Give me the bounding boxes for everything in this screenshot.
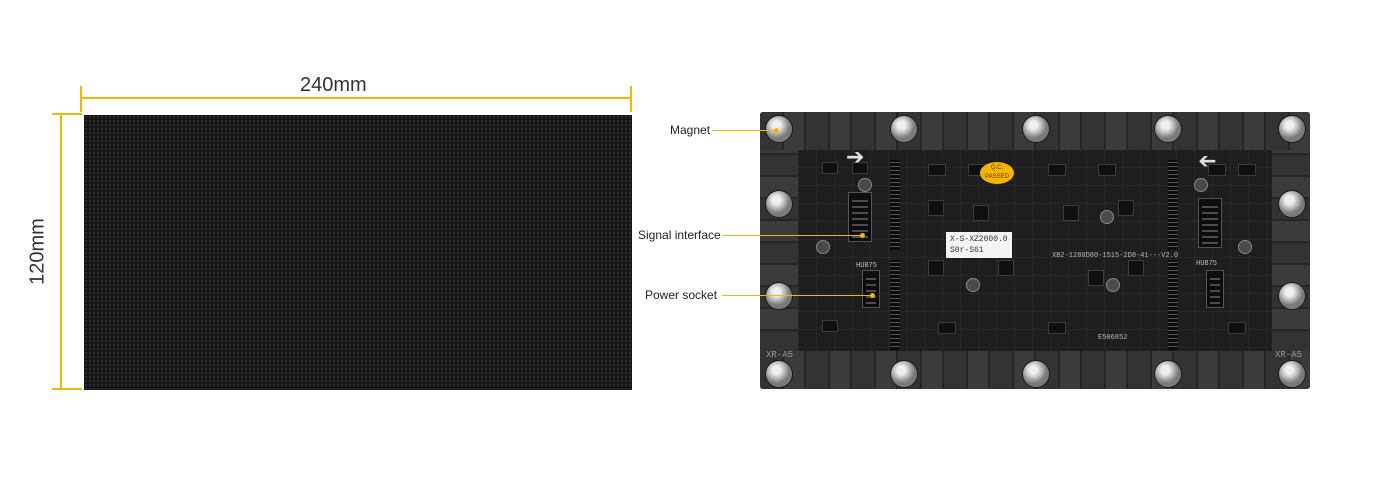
power-socket-left (862, 270, 880, 308)
magnet (1022, 360, 1050, 388)
magnet (765, 360, 793, 388)
led-module-front (84, 115, 632, 390)
chip (928, 200, 944, 216)
arrow-left-icon: ➔ (1198, 148, 1217, 173)
callout-magnet-label: Magnet (670, 123, 711, 137)
capacitor (966, 278, 980, 292)
chip (1228, 322, 1246, 334)
chip (928, 164, 946, 176)
driver-ic-column (1168, 160, 1178, 250)
chip (1098, 164, 1116, 176)
sticker-line-2: S0r-S61 (950, 246, 984, 255)
serial-sticker: X-S-XZ2000.0 S0r-S61 (946, 232, 1012, 258)
chip (928, 260, 944, 276)
led-module-back: ➔ ➔ Q.C. PASSED X-S-XZ2000.0 S0r-S61 XB2… (760, 112, 1310, 389)
capacitor (1100, 210, 1114, 224)
chip (1048, 322, 1066, 334)
magnet (765, 282, 793, 310)
magnet (1278, 115, 1306, 143)
corner-mark-left: XR-A5 (766, 350, 794, 360)
magnet (1022, 115, 1050, 143)
chip (1128, 260, 1144, 276)
arrow-right-icon: ➔ (846, 144, 865, 169)
chip (973, 205, 989, 221)
chip (1063, 205, 1079, 221)
chip (1088, 270, 1104, 286)
width-label: 240mm (300, 74, 367, 96)
chip (1118, 200, 1134, 216)
magnet (1154, 115, 1182, 143)
frame-right (1272, 150, 1310, 351)
driver-ic-column (890, 160, 900, 250)
capacitor (1238, 240, 1252, 254)
signal-connector-left (848, 192, 872, 242)
power-socket-right (1206, 270, 1224, 308)
qc-sticker: Q.C. PASSED (980, 162, 1014, 184)
model-silkscreen: XB2-1280D80-1515-2D8-41---V2.0 (1052, 252, 1179, 260)
chip (1048, 164, 1066, 176)
chip (998, 260, 1014, 276)
magnet (890, 115, 918, 143)
chip (822, 320, 838, 332)
magnet (765, 115, 793, 143)
chip (1238, 164, 1256, 176)
sticker-line-1: X-S-XZ2000.0 (950, 235, 1008, 244)
capacitor (816, 240, 830, 254)
capacitor (1194, 178, 1208, 192)
capacitor (858, 178, 872, 192)
callout-power-label: Power socket (645, 288, 718, 302)
left-port-silkscreen: HUB75 (856, 262, 878, 270)
magnet (1278, 360, 1306, 388)
height-label: 120mm (26, 218, 49, 285)
signal-connector-right (1198, 198, 1222, 248)
callout-signal-label: Signal interface (638, 228, 721, 242)
magnet (890, 360, 918, 388)
driver-ic-column (1168, 260, 1178, 350)
magnet (1278, 282, 1306, 310)
magnet (1278, 190, 1306, 218)
chip (822, 162, 838, 174)
right-port-silkscreen: HUB75 (1196, 260, 1218, 268)
capacitor (1106, 278, 1120, 292)
code-silkscreen: E506852 (1098, 334, 1128, 342)
chip (1208, 164, 1226, 176)
frame-left (760, 150, 798, 351)
driver-ic-column (890, 260, 900, 350)
chip (852, 162, 868, 174)
corner-mark-right: XR-A5 (1275, 350, 1303, 360)
chip (938, 322, 956, 334)
magnet (1154, 360, 1182, 388)
pcb-board: ➔ ➔ Q.C. PASSED X-S-XZ2000.0 S0r-S61 XB2… (798, 146, 1272, 351)
magnet (765, 190, 793, 218)
